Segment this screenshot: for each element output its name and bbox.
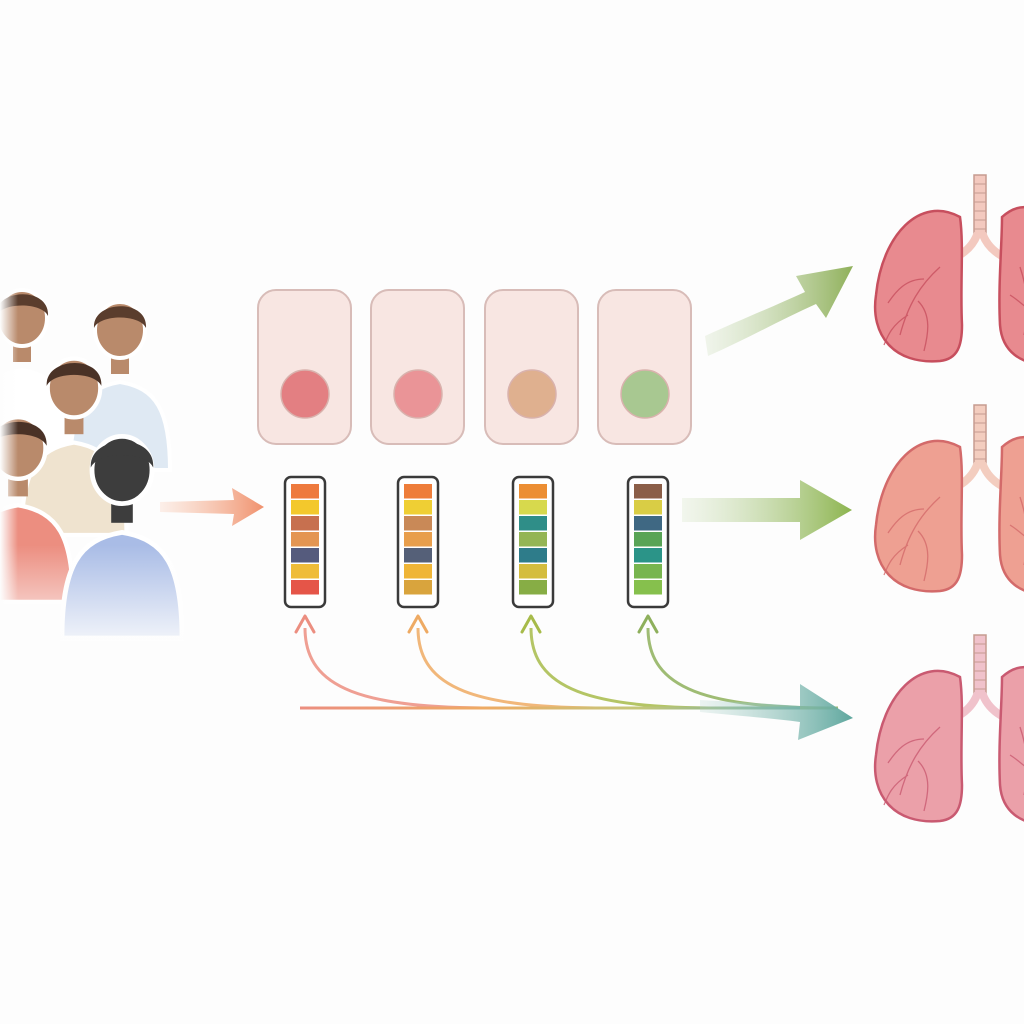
cell-4-nucleus — [620, 369, 670, 419]
lung-3-left-lobe — [873, 669, 964, 823]
lung-3 — [873, 634, 1024, 823]
profile-4-band-5 — [634, 548, 662, 563]
feedback-curve-2-line — [416, 627, 720, 710]
profile-3-band-7 — [519, 580, 547, 595]
lung-2-left-veins — [883, 496, 941, 582]
cell-2 — [370, 289, 465, 445]
cell-3 — [484, 289, 579, 445]
profile-1-band-5 — [291, 548, 319, 563]
profile-1-band-7 — [291, 580, 319, 595]
profile-2-band-1 — [404, 484, 432, 499]
profile-3-band-4 — [519, 532, 547, 547]
cell-2-body — [370, 289, 465, 445]
lung-1-left-veins — [883, 266, 941, 352]
profile-1-band-1 — [291, 484, 319, 499]
profile-row — [283, 475, 670, 609]
profile-3-band-2 — [519, 500, 547, 515]
profile-1-band-6 — [291, 564, 319, 579]
feedback-curve-3-line — [529, 627, 722, 710]
feedback-curve-4-arrowhead — [637, 614, 659, 634]
profile-3-band-5 — [519, 548, 547, 563]
cell-row — [257, 289, 692, 445]
lung-2-right-lobe — [998, 436, 1024, 592]
cell-1 — [257, 289, 352, 445]
profile-4-band-3 — [634, 516, 662, 531]
profile-1-band-3 — [291, 516, 319, 531]
cell-1-nucleus — [280, 369, 330, 419]
lung-2-right-veins — [1009, 496, 1024, 565]
lung-1 — [873, 174, 1024, 363]
arrow-to-top-lung — [705, 266, 853, 356]
arrow-to-middle-lung — [682, 480, 852, 540]
profile-4-band-6 — [634, 564, 662, 579]
profile-4 — [626, 475, 670, 609]
profile-4-band-4 — [634, 532, 662, 547]
lung-3-left-veins — [883, 726, 941, 812]
profile-3-band-3 — [519, 516, 547, 531]
profile-1-band-4 — [291, 532, 319, 547]
feedback-curve-3 — [520, 614, 722, 710]
profile-4-band-1 — [634, 484, 662, 499]
cell-1-body — [257, 289, 352, 445]
people-fade-bottom — [0, 260, 200, 640]
profile-2 — [396, 475, 440, 609]
lung-2-left-lobe — [873, 439, 964, 593]
profile-4-band-7 — [634, 580, 662, 595]
profile-1-band-2 — [291, 500, 319, 515]
feedback-curve-2 — [407, 614, 720, 710]
cell-4 — [597, 289, 692, 445]
profile-4-band-2 — [634, 500, 662, 515]
cell-3-body — [484, 289, 579, 445]
cell-3-nucleus — [507, 369, 557, 419]
profile-2-band-2 — [404, 500, 432, 515]
profile-feedback-curves — [294, 614, 839, 710]
profile-3-band-1 — [519, 484, 547, 499]
feedback-curve-3-arrowhead — [520, 614, 542, 634]
lung-2 — [873, 404, 1024, 593]
cell-2-nucleus — [393, 369, 443, 419]
profile-2-band-6 — [404, 564, 432, 579]
profile-2-band-7 — [404, 580, 432, 595]
profile-3 — [511, 475, 555, 609]
feedback-curve-1-arrowhead — [294, 614, 316, 634]
arrow-to-bottom-lung — [700, 684, 853, 740]
profile-1 — [283, 475, 327, 609]
lung-1-right-veins — [1009, 266, 1024, 335]
feedback-curve-1-line — [303, 627, 720, 710]
profile-2-band-5 — [404, 548, 432, 563]
lung-3-right-veins — [1009, 726, 1024, 795]
profile-2-band-4 — [404, 532, 432, 547]
people-to-profiles-arrow — [160, 488, 264, 526]
lung-1-right-lobe — [998, 206, 1024, 362]
lung-1-left-lobe — [873, 209, 964, 363]
profile-2-band-3 — [404, 516, 432, 531]
cell-4-body — [597, 289, 692, 445]
lung-3-right-lobe — [998, 666, 1024, 822]
profile-3-band-6 — [519, 564, 547, 579]
feedback-curve-2-arrowhead — [407, 614, 429, 634]
lung-outcomes — [873, 174, 1024, 823]
